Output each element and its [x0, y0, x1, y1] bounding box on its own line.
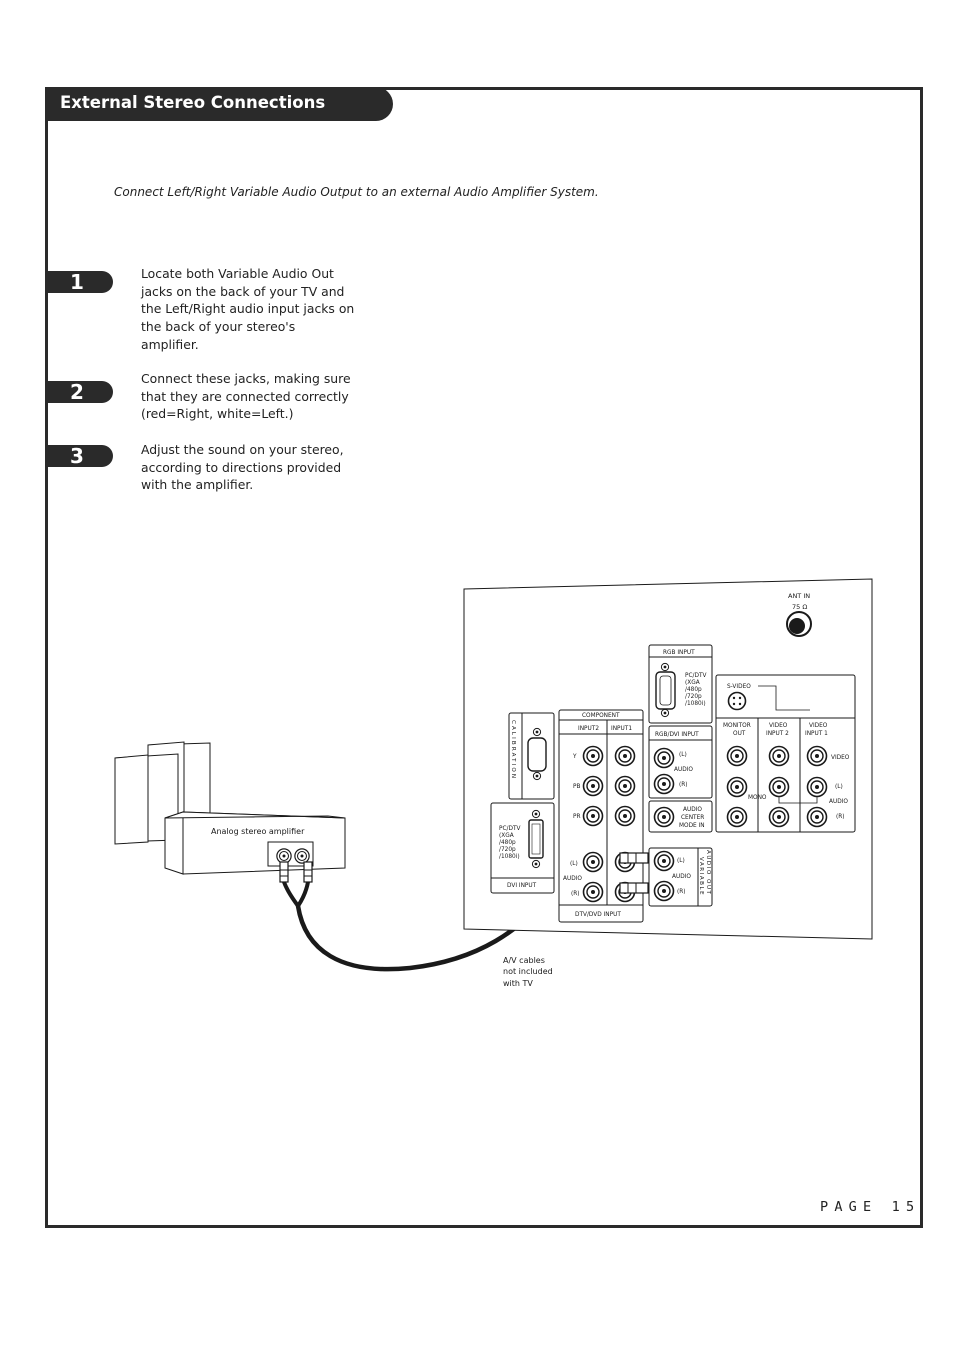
component-label: COMPONENT: [582, 713, 620, 719]
monitor-out-label-2: OUT: [733, 731, 746, 737]
jack-pr-label: PR: [573, 814, 581, 820]
page-frame: [45, 87, 923, 1228]
rgb-pc-dtv-4: /720p: [685, 694, 702, 700]
section-title-tab: [45, 87, 393, 121]
rgb-dvi-input-label: RGB/DVI INPUT: [655, 732, 699, 738]
video-label: VIDEO: [831, 755, 850, 761]
audio-center-label-1: AUDIO: [683, 807, 702, 813]
dvi-pc-dtv-3: /480p: [499, 840, 516, 846]
vga-port: [655, 671, 676, 710]
rca-plugs-amplifier: [279, 861, 313, 908]
ant-ohm-label: 75 Ω: [792, 603, 807, 611]
step-2-text: Connect these jacks, making sure that th…: [141, 371, 351, 422]
page-title: External Stereo Connections: [60, 93, 326, 112]
dvi-pc-dtv-5: /1080i): [499, 854, 520, 860]
calibration-port: [527, 737, 547, 772]
rgb-dvi-right-label: (R): [679, 782, 688, 788]
dvi-pc-dtv-2: (XGA: [499, 833, 514, 839]
var-out-audio-label: AUDIO: [672, 874, 691, 880]
video-input1-label-1: VIDEO: [809, 723, 828, 729]
component-right-label: (R): [571, 891, 580, 897]
rgb-dvi-audio-label: AUDIO: [674, 767, 693, 773]
vi1-right-label: (R): [836, 814, 845, 820]
dvi-pc-dtv-4: /720p: [499, 847, 516, 853]
cable-note-2: not included: [503, 967, 553, 976]
amplifier: Analog stereo amplifier: [164, 811, 346, 875]
var-out-left-label: (L): [677, 858, 685, 864]
step-2-tab: [47, 381, 113, 403]
step-1-text: Locate both Variable Audio Out jacks on …: [141, 266, 355, 352]
component-audio-label: AUDIO: [563, 876, 582, 882]
ant-in-label: ANT IN: [788, 592, 810, 600]
jack-pb-label: PB: [573, 784, 580, 790]
video-input2-label-2: INPUT 2: [766, 731, 789, 737]
dvi-input-label: DVI INPUT: [507, 883, 537, 889]
component-left-label: (L): [570, 861, 578, 867]
step-1-tab: [47, 271, 113, 293]
input2-label: INPUT2: [578, 726, 599, 732]
rgb-pc-dtv-5: /1080i): [685, 701, 706, 707]
audio-out-label: AUDIO OUT: [705, 850, 711, 895]
calibration-label: CALIBRATION: [510, 720, 516, 780]
speakers: [114, 741, 211, 845]
rgb-input-label: RGB INPUT: [663, 650, 695, 656]
intro-text: Connect Left/Right Variable Audio Output…: [114, 185, 599, 199]
audio-center-label-2: CENTER: [681, 815, 704, 821]
cable-note-3: with TV: [503, 979, 533, 988]
dvi-pc-dtv-1: PC/DTV: [499, 826, 521, 832]
rgb-dvi-left-label: (L): [679, 752, 687, 758]
rgb-pc-dtv-2: (XGA: [685, 680, 700, 686]
step-2-number: 2: [70, 380, 84, 404]
mono-label: MONO: [748, 795, 767, 801]
dtv-dvd-input-label: DTV/DVD INPUT: [575, 912, 621, 918]
step-3-number: 3: [70, 444, 84, 468]
step-3-text: Adjust the sound on your stereo, accordi…: [141, 442, 344, 493]
monitor-out-label-1: MONITOR: [723, 723, 751, 729]
cable-note-1: A/V cables: [503, 956, 545, 965]
vi1-left-label: (L): [835, 784, 843, 790]
page-number: PAGE 15: [820, 1199, 921, 1215]
s-video-label: S-VIDEO: [727, 684, 751, 690]
step-1-number: 1: [70, 270, 84, 294]
audio-center-label-3: MODE IN: [679, 823, 705, 829]
video-input1-label-2: INPUT 1: [805, 731, 828, 737]
s-video-jack: [727, 691, 747, 711]
rgb-pc-dtv-3: /480p: [685, 687, 702, 693]
variable-label: VARIABLE: [698, 857, 704, 896]
jack-y-label: Y: [572, 754, 577, 760]
video-input2-label-1: VIDEO: [769, 723, 788, 729]
rca-plugs-tv: [619, 852, 649, 894]
dvi-port: [528, 819, 544, 859]
var-out-right-label: (R): [677, 889, 686, 895]
step-3-tab: [47, 445, 113, 467]
amplifier-label: Analog stereo amplifier: [211, 827, 305, 836]
vi1-audio-label: AUDIO: [829, 799, 848, 805]
input1-label: INPUT1: [611, 726, 632, 732]
rgb-pc-dtv-1: PC/DTV: [685, 673, 707, 679]
